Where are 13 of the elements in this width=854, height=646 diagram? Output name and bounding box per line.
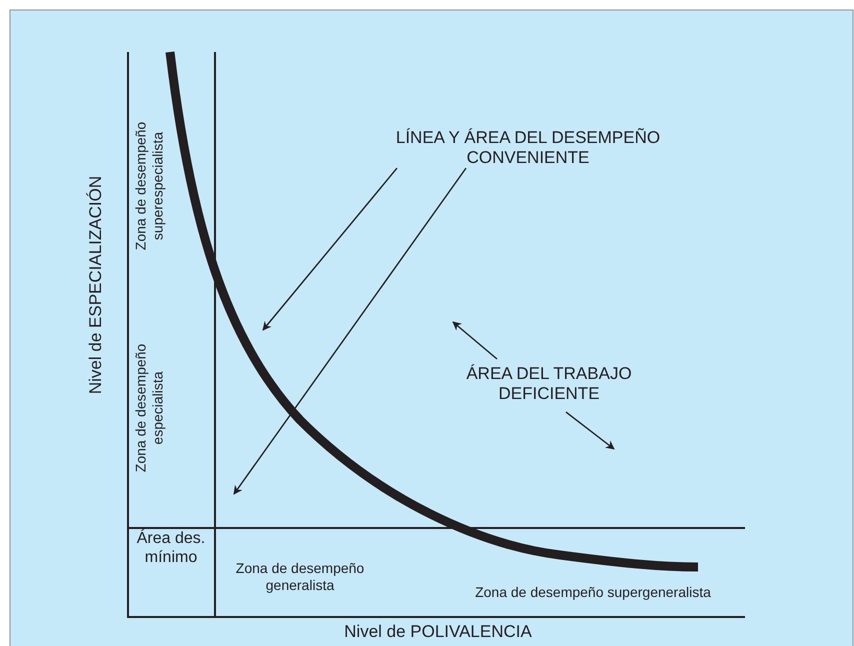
pointer-arrow: [566, 412, 615, 450]
zone-label: Zona de desempeño especialista: [132, 343, 166, 473]
zone-label: Área des. mínimo: [136, 530, 206, 568]
zone-label: Zona de desempeño superespecialista: [132, 120, 166, 252]
zone-label: Zona de desempeño supergeneralista: [474, 584, 712, 601]
callout-text: LÍNEA Y ÁREA DEL DESEMPEÑO CONVENIENTE: [348, 128, 708, 168]
zone-label: Zona de desempeño generalista: [234, 560, 366, 594]
axis-title: Nivel de POLIVALENCIA: [343, 622, 533, 642]
callout-text: ÁREA DEL TRABAJO DEFICIENTE: [439, 364, 659, 404]
pointer-arrow: [262, 168, 398, 331]
axis-title: Nivel de ESPECIALIZACIÓN: [86, 174, 106, 396]
pointer-arrow: [233, 168, 467, 495]
pointer-arrow: [452, 321, 498, 360]
